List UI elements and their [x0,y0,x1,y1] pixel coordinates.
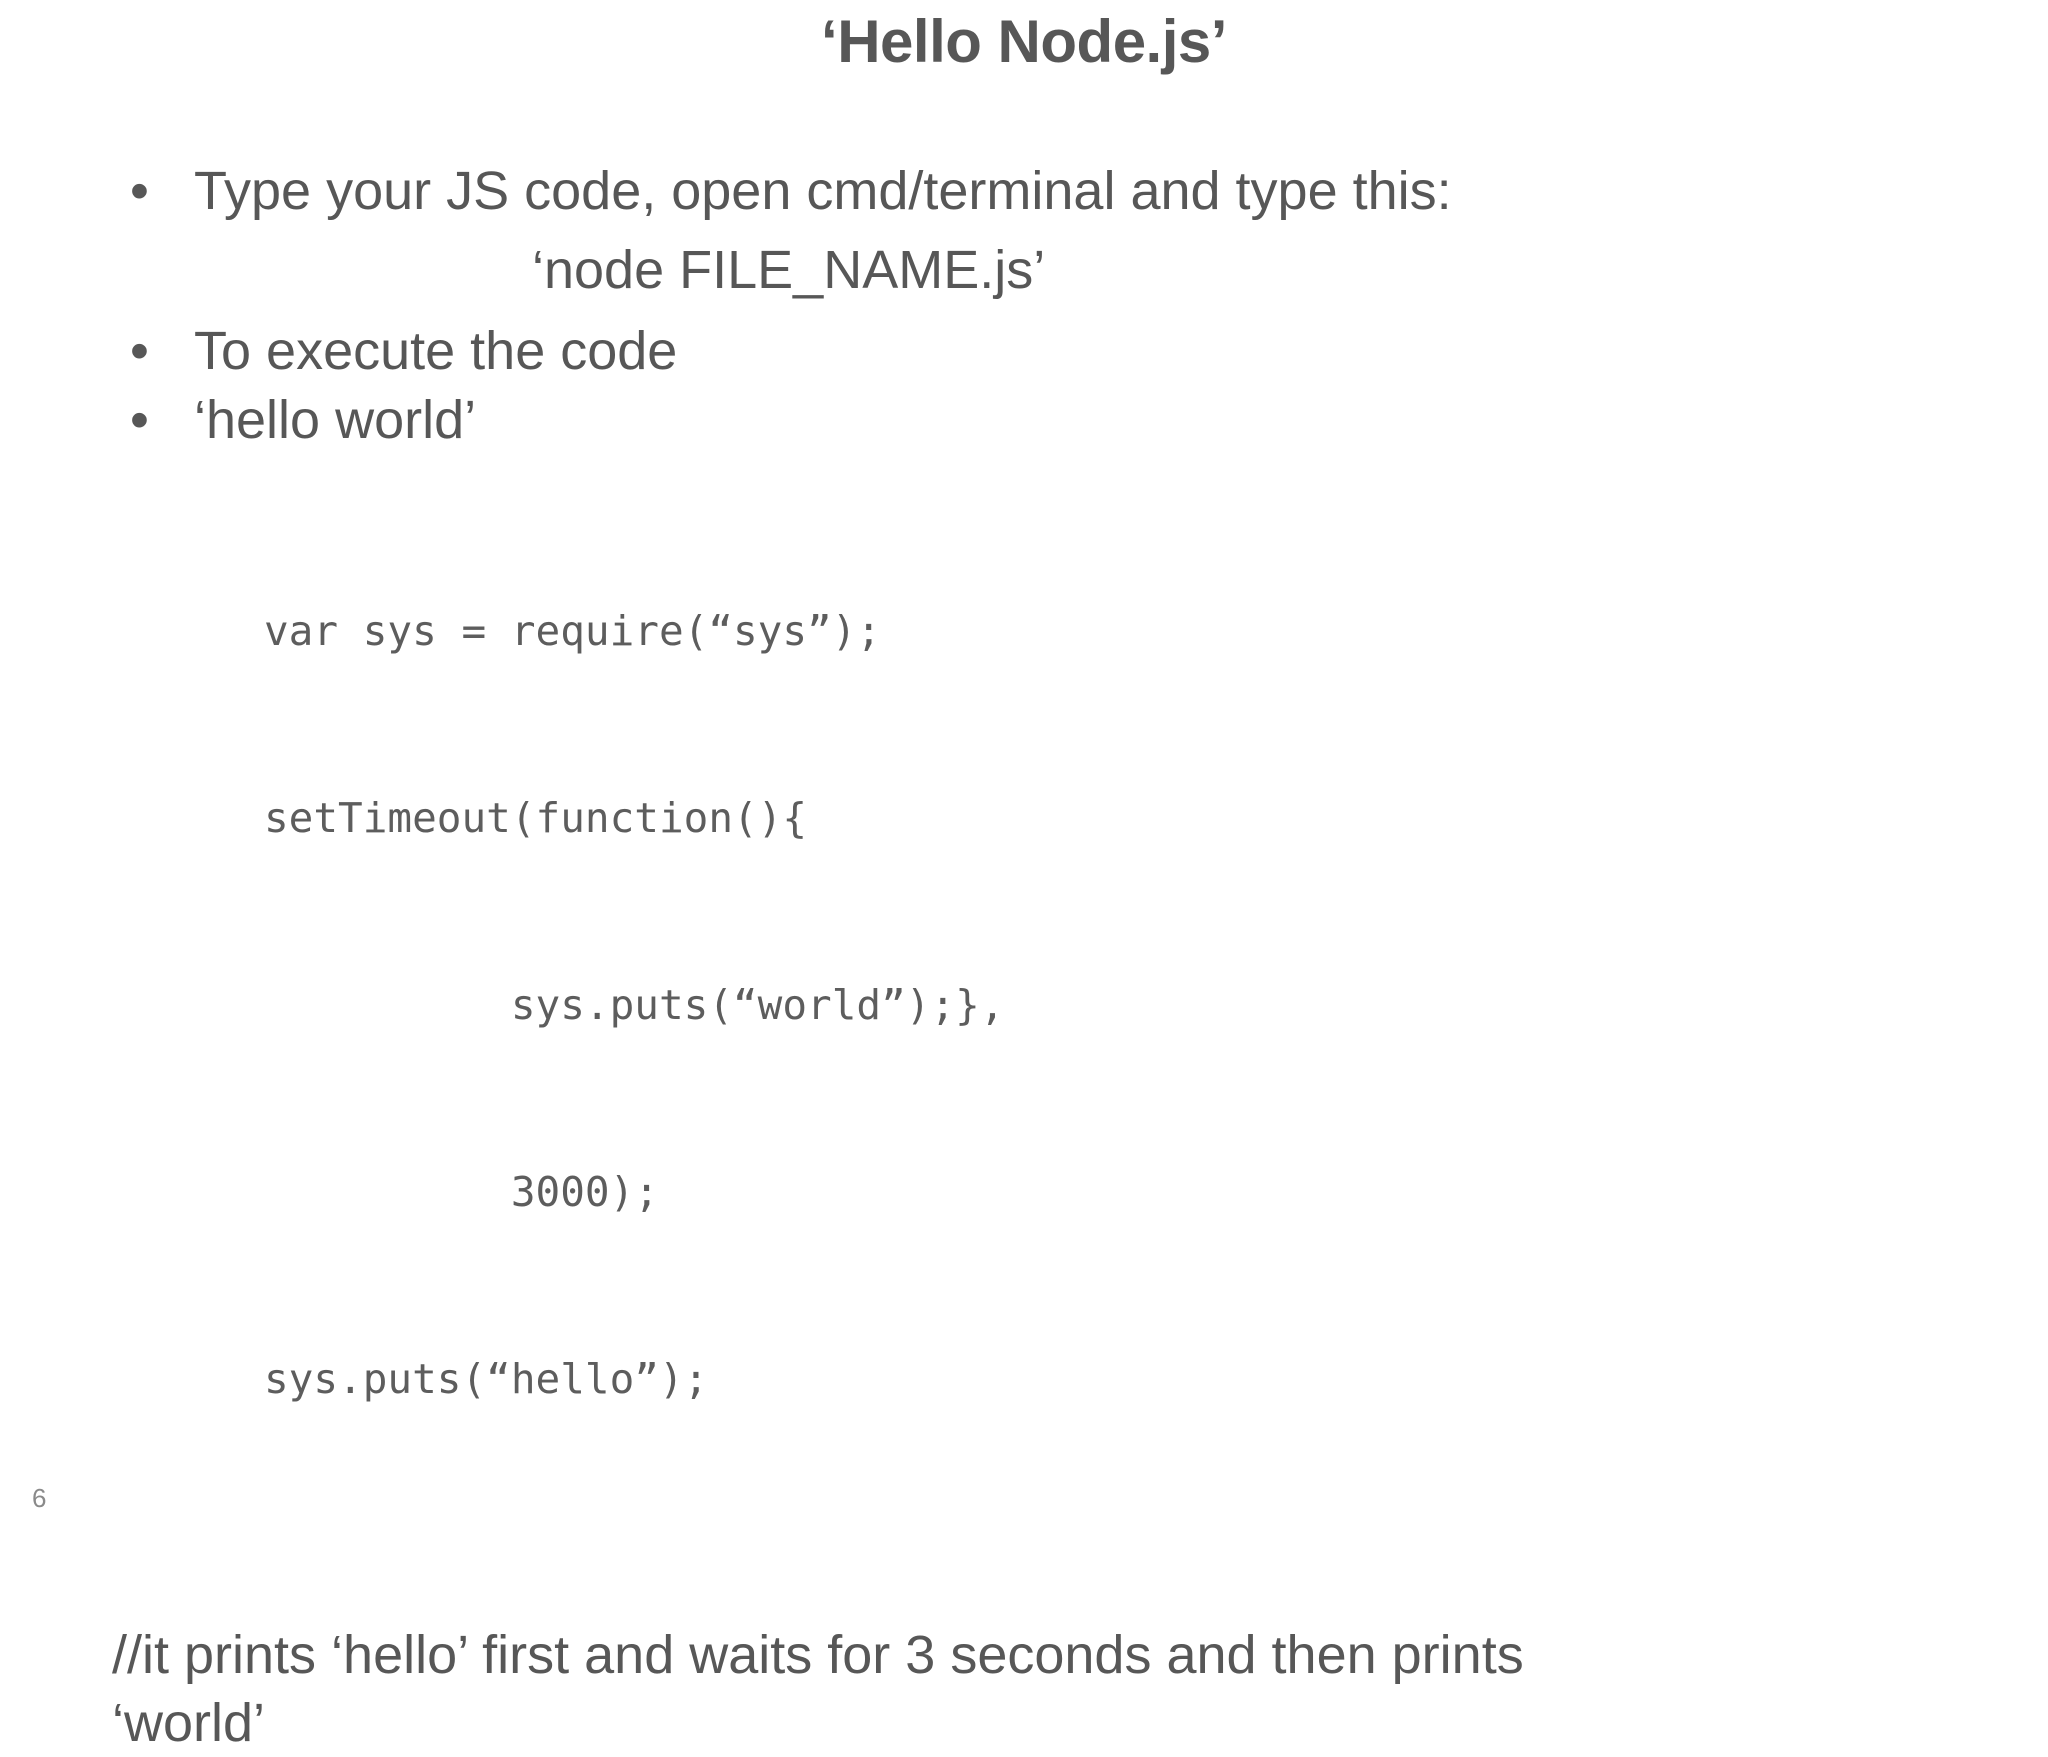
page-number: 6 [32,1483,47,1513]
bullet-dot-icon: • [130,320,149,381]
bullet-dot-icon: • [130,389,149,450]
bullet-dot-icon: • [130,161,149,221]
list-item: • Type your JS code, open cmd/terminal a… [112,158,1834,225]
list-item-label: ‘hello world’ [194,389,477,450]
command-example-line: ‘node FILE_NAME.js’ [532,239,1046,300]
slide-body: • Type your JS code, open cmd/terminal a… [112,158,1912,1757]
list-item-label: Type your JS code, open cmd/terminal and… [194,161,1452,221]
bullet-list: • Type your JS code, open cmd/terminal a… [112,158,1912,225]
bullet-list-secondary: • To execute the code • ‘hello world’ [112,318,1912,454]
code-line: sys.puts(“hello”); [264,1355,709,1404]
code-line: 3000); [264,1168,659,1217]
list-item: • To execute the code [112,318,1834,385]
presentation-slide: ‘Hello Node.js’ • Type your JS code, ope… [32,8,1524,1754]
page-title: ‘Hello Node.js’ [821,8,1227,75]
list-item-label: To execute the code [194,320,678,381]
code-line: sys.puts(“world”);}, [264,981,1005,1030]
code-snippet: var sys = require(“sys”); setTimeout(fun… [112,476,1912,1535]
code-comment-note: //it prints ‘hello’ first and waits for … [112,1625,1524,1754]
list-item: • ‘hello world’ [112,387,1834,454]
code-line: setTimeout(function(){ [264,794,808,843]
code-line: var sys = require(“sys”); [264,607,882,656]
